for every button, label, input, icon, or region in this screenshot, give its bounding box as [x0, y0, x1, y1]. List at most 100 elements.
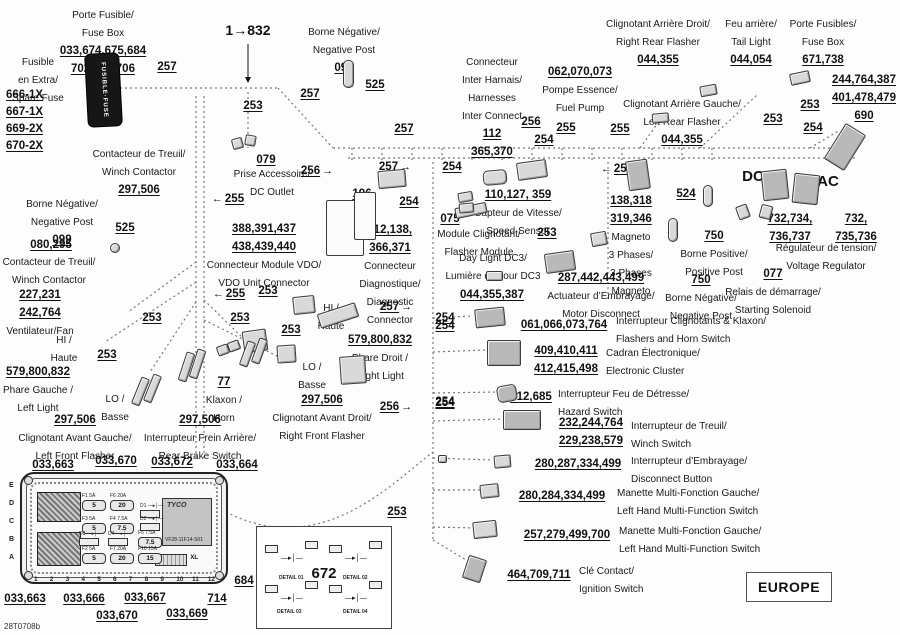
diode-body — [140, 510, 160, 518]
fuse-f1: F1 5A 5 — [82, 494, 106, 511]
spare-fuse-666: 666-1X — [6, 89, 44, 101]
wire-080-295: 080,295 — [30, 239, 72, 251]
dc-outlet-plug-icon — [244, 134, 257, 147]
fusebox-684: 684 — [234, 575, 254, 587]
spare-fuse-670: 670-2X — [6, 140, 44, 152]
fusebox-033670-bottom: 033,670 — [96, 610, 138, 622]
fusebox-pin-number: 7 — [128, 576, 133, 583]
diode-label: D2 —▸│— — [140, 516, 164, 522]
fuse-rating-label: F3 5A — [82, 516, 96, 522]
relay-block — [37, 532, 81, 566]
fuse-f3: F3 5A 5 — [82, 517, 106, 534]
winch-switch-caption: Interrupteur de Treuil/Winch Switch — [631, 421, 727, 450]
tail-light-icon — [788, 70, 812, 86]
ignition-switch-icon — [461, 554, 488, 584]
fusebox-pin-number: 1 — [34, 576, 38, 583]
cluster-caption: Cadran Électronique/Electronic Cluster — [606, 348, 700, 377]
wire-525: 525 — [115, 222, 135, 234]
spare-fuse-667: 667-1X — [6, 106, 44, 118]
winch-contactor-left: Contacteur de Treuil/Winch Contactor — [2, 257, 96, 286]
wire-253: 253 — [763, 113, 783, 125]
interconnect-icon — [482, 168, 508, 187]
diode-body — [108, 538, 128, 546]
tyco-module: TYCO VF28-11F14-S01 — [162, 498, 212, 546]
wire-253: 253 — [243, 100, 263, 112]
harness-wire — [432, 526, 477, 529]
fusebox-row-letter: D — [9, 500, 15, 507]
wire-254: 254 — [435, 396, 455, 408]
wire-tag-box — [265, 585, 278, 593]
wire-257: 257 — [157, 61, 177, 73]
diode-d1: D1 —▸│— — [140, 504, 163, 518]
lo-basse-right: LO /Basse — [298, 362, 326, 391]
wire-253: 253 — [800, 99, 820, 111]
wire-256: 256→ — [300, 165, 334, 177]
detail-caption: DETAIL 02 — [343, 575, 368, 581]
tyco-module-code: VF28-11F14-S01 — [165, 537, 203, 543]
ac-connector-icon — [791, 172, 821, 206]
dc-connector-icon — [760, 168, 790, 202]
diode-symbol: —▸│— — [281, 595, 303, 602]
wire-255: ←255 — [212, 288, 246, 300]
lo-basse-left: LO /Basse — [101, 394, 129, 423]
actuator-icon — [543, 250, 577, 274]
wire-253: 253 — [537, 227, 557, 239]
fuse-f5: F5 7.5A 7.5 — [138, 531, 162, 548]
wire-254: 254 — [435, 320, 455, 332]
diode-d4: D4 —▸│— — [108, 532, 131, 546]
harness-wire — [127, 261, 197, 313]
magneto-connector-icon — [625, 158, 651, 192]
fusebox-pin-number: 10 — [176, 576, 184, 583]
wire-253: 253 — [258, 285, 278, 297]
fuse-body: 20 — [110, 500, 134, 511]
wire-257: 257→ — [379, 301, 413, 313]
fusebox-row-letter: A — [9, 554, 15, 561]
fusebox-pin-number: 8 — [144, 576, 149, 583]
right-rear-flasher: Clignotant Arrière Droit/Right Rear Flas… — [606, 19, 710, 66]
magneto-plug-icon — [589, 230, 609, 248]
fuse-body: 20 — [110, 553, 134, 564]
document-code: 28T0708b — [4, 622, 41, 631]
diode-d2: D2 —▸│— — [140, 517, 163, 531]
fusebox-033664: 033,664 — [216, 459, 258, 471]
diode-d3: D3 —▸│— — [79, 532, 102, 546]
bolt-icon — [215, 476, 224, 485]
fuse-f2: F2 5A 5 — [82, 547, 106, 564]
multi-switch-caption-1: Manette Multi-Fonction Gauche/Left Hand … — [617, 488, 760, 517]
wire-tag-box — [305, 541, 318, 549]
hazard-caption: Interrupteur Feu de Détresse/Hazard Swit… — [558, 389, 690, 418]
xl-label: XL — [190, 555, 198, 561]
region-box: EUROPE — [746, 572, 832, 602]
inline-fuse-icon — [703, 185, 713, 207]
fuse-rating-label: F7 20A — [110, 546, 127, 552]
fuse-rating-label: F1 5A — [82, 493, 96, 499]
wire-1-832: 1→832 — [225, 22, 271, 38]
multi-function-switch-icon — [472, 519, 498, 540]
fusebox-row-letter: E — [9, 482, 14, 489]
fuse-body: 5 — [82, 553, 106, 564]
wire-255: ←255 — [211, 193, 245, 205]
flasher-module-plug-icon — [458, 202, 475, 214]
fusebox-033672: 033,672 — [151, 456, 193, 468]
wire-254: 254 — [435, 397, 455, 409]
fusebox-033663-top: 033,663 — [32, 459, 74, 471]
bolt-icon — [215, 571, 224, 580]
lo-beam-connector-icon — [339, 355, 367, 385]
fuse-rating-label: F6 20A — [110, 493, 127, 499]
hi-haute-right: HI /Haute — [317, 303, 345, 332]
fuse-body: 5 — [82, 523, 106, 534]
fusebox-714: 714 — [207, 593, 227, 605]
voltage-regulator: Régulateur de tension/Voltage Regulator — [775, 243, 877, 272]
fuse-rating-label: F2 5A — [82, 546, 96, 552]
diode-symbol: —▸│— — [345, 595, 367, 602]
fusebox-033669: 033,669 — [166, 608, 208, 620]
